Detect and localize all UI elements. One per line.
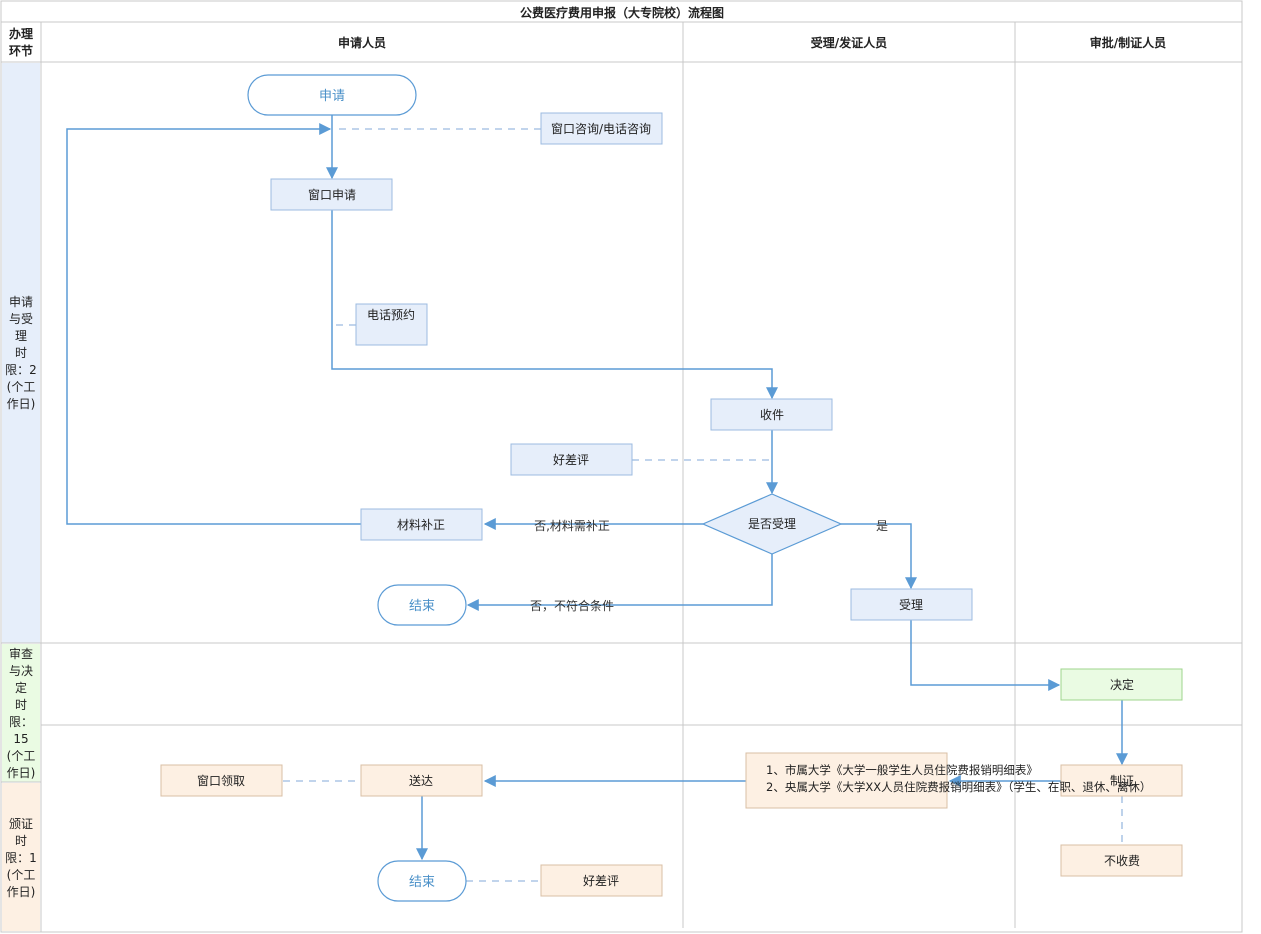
row2-label-bg [2, 644, 40, 782]
node-window-apply: 窗口申请 [270, 178, 393, 211]
row-label-review-line: 15 [13, 732, 28, 746]
row-label-issue: 颁证 时 限：1 (个工 作日) [5, 816, 37, 899]
node-no-fee: 不收费 [1060, 844, 1183, 877]
process-box [1060, 668, 1183, 701]
process-box [355, 303, 428, 346]
stage-label-line-1: 办理 [9, 26, 33, 41]
process-box [850, 588, 973, 621]
certificate-note-line-1: 1、市属大学《大学一般学生人员住院费报销明细表》 [766, 763, 1038, 777]
process-box [540, 864, 663, 897]
diagram-title: 公费医疗费用申报（大专院校）流程图 [520, 5, 724, 20]
row-label-review: 审查 与决 定 时 限： 15 (个工 作日) [7, 646, 36, 780]
node-end-2: 结束 [377, 860, 467, 902]
row-label-apply: 申请 与受 理 时 限：2 (个工 作日) [5, 295, 37, 411]
node-label: 受理 [899, 598, 923, 612]
edge-decision-to-accept [841, 523, 917, 590]
node-label: 好差评 [553, 453, 589, 467]
node-accept: 受理 [850, 588, 973, 621]
node-label: 电话预约 [367, 307, 415, 322]
row-label-apply-line: 时 [15, 346, 27, 360]
column-header-applicant: 申请人员 [338, 35, 386, 50]
row-label-apply-line: 与受 [9, 312, 33, 326]
dashed-associations [283, 128, 1123, 882]
node-label: 窗口领取 [197, 774, 245, 788]
process-box [360, 508, 483, 541]
row-label-review-line: (个工 [7, 749, 36, 763]
node-label: 结束 [409, 875, 435, 890]
node-label: 窗口申请 [308, 188, 356, 202]
node-label: 好差评 [583, 874, 619, 888]
row-label-review-line: 审查 [9, 646, 33, 661]
node-label: 申请 [319, 89, 345, 104]
edge-label-yes: 是 [876, 519, 888, 533]
edge-label-no-supplement: 否,材料需补正 [534, 519, 610, 533]
row-label-issue-line: 限：1 [5, 851, 37, 865]
row3-label-bg [2, 783, 40, 931]
connectors [66, 115, 1128, 861]
node-label: 窗口咨询/电话咨询 [551, 121, 651, 136]
node-label: 材料补正 [397, 518, 445, 532]
node-label: 收件 [760, 408, 784, 422]
process-box [160, 764, 283, 797]
node-decide: 决定 [1060, 668, 1183, 701]
node-label: 不收费 [1104, 854, 1140, 868]
node-supplement: 材料补正 [360, 508, 483, 541]
node-apply-start: 申请 [247, 74, 417, 116]
node-rating-1: 好差评 [510, 443, 633, 476]
row-label-review-line: 与决 [9, 664, 33, 678]
node-label: 是否受理 [748, 517, 796, 531]
node-window-pickup: 窗口领取 [160, 764, 283, 797]
decision-diamond [701, 493, 843, 555]
edge-window-apply-to-receive [331, 210, 778, 400]
row-label-review-line: 定 [15, 680, 27, 695]
node-rating-2: 好差评 [540, 864, 663, 897]
note-box [745, 752, 948, 809]
row1-label-bg [2, 63, 40, 643]
terminal-shape [377, 860, 467, 902]
node-end-1: 结束 [377, 584, 467, 626]
node-certify: 制证 [1060, 764, 1183, 797]
row-label-apply-line: 作日) [7, 397, 36, 411]
row-label-apply-line: 申请 [9, 295, 33, 309]
row-label-review-line: 限： [9, 715, 33, 729]
edge-label-no-ineligible: 否，不符合条件 [530, 598, 614, 613]
node-accept-decision: 是否受理 [701, 493, 843, 555]
process-box [710, 398, 833, 431]
process-box [1060, 764, 1183, 797]
edge-supplement-loop [66, 123, 361, 525]
node-label: 制证 [1110, 774, 1134, 788]
process-box [510, 443, 633, 476]
node-deliver: 送达 [360, 764, 483, 797]
edge-accept-to-decide [910, 620, 1061, 691]
stage-label-line-2: 环节 [9, 43, 33, 58]
node-label: 送达 [409, 773, 433, 788]
terminal-shape [377, 584, 467, 626]
process-box [360, 764, 483, 797]
certificate-note-line-2: 2、央属大学《大学XX人员住院费报销明细表》（学生、在职、退休、离休） [766, 780, 1151, 794]
node-certificate-note: 1、市属大学《大学一般学生人员住院费报销明细表》 2、央属大学《大学XX人员住院… [745, 752, 1151, 809]
row-label-review-line: 作日) [7, 766, 36, 780]
node-label: 结束 [409, 599, 435, 614]
process-box [540, 112, 663, 145]
terminal-shape [247, 74, 417, 116]
row-label-review-line: 时 [15, 698, 27, 712]
row-label-issue-line: (个工 [7, 868, 36, 882]
node-phone-reservation: 电话预约 [355, 303, 428, 346]
node-label: 决定 [1110, 677, 1134, 692]
column-header-acceptor: 受理/发证人员 [811, 35, 887, 50]
row-label-issue-line: 时 [15, 834, 27, 848]
node-receive: 收件 [710, 398, 833, 431]
row-label-apply-line: 限：2 [5, 363, 37, 377]
row-label-apply-line: 理 [15, 329, 27, 343]
row-label-apply-line: (个工 [7, 380, 36, 394]
edge-decision-to-end [466, 554, 773, 611]
column-header-approver: 审批/制证人员 [1090, 35, 1166, 50]
row-label-issue-line: 颁证 [9, 816, 33, 831]
process-box [1060, 844, 1183, 877]
process-box [270, 178, 393, 211]
row-label-issue-line: 作日) [7, 885, 36, 899]
node-consult: 窗口咨询/电话咨询 [540, 112, 663, 145]
